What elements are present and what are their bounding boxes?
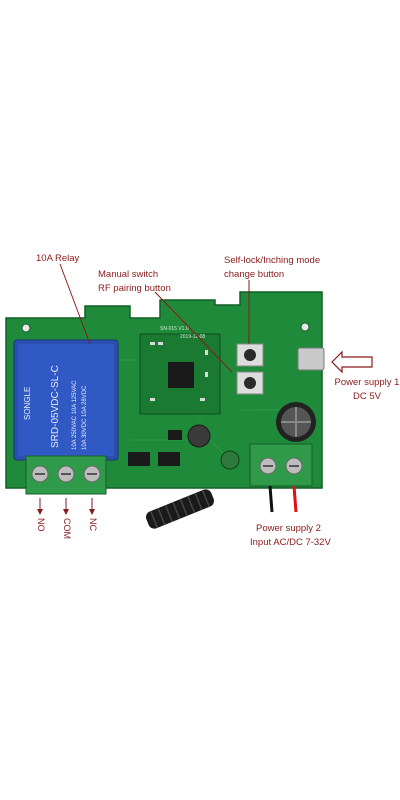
usb-port [297, 347, 325, 371]
relay-pointer-line [59, 263, 91, 345]
mounting-hole [21, 323, 31, 333]
manual-switch-pointer-line [154, 291, 233, 373]
rf-pairing-button[interactable] [236, 371, 264, 395]
terminal-no-label: NO [36, 518, 46, 532]
inductor [187, 424, 211, 448]
selflock-label-line1: Self-lock/Inching mode [224, 255, 321, 266]
selflock-button[interactable] [236, 343, 264, 367]
rf-pairing-label: RF pairing button [98, 283, 171, 294]
ic-chip [158, 452, 180, 466]
antenna-coil [145, 489, 215, 529]
output-terminal-block [25, 455, 107, 495]
power2-label-line1: Power supply 2 [256, 523, 321, 534]
ic-chip [128, 452, 150, 466]
rf-module [139, 333, 221, 415]
terminal-nc-label: NC [88, 518, 98, 531]
relay-rating-text: 10A 250VAC 10A 125VAC [72, 380, 78, 450]
module-code-text: SN-015 V1.0 [160, 326, 189, 332]
relay-brand-text: SONGLE [23, 387, 32, 420]
relay-rating-text: 10A 30VDC 10A 28VDC [82, 385, 88, 450]
power2-label-line2: Input AC/DC 7-32V [250, 537, 331, 548]
power-terminal-block [249, 443, 313, 487]
ic-chip [168, 430, 182, 440]
relay-label: 10A Relay [36, 253, 80, 264]
small-capacitor [220, 450, 240, 470]
capacitor [276, 402, 316, 442]
mounting-hole [300, 322, 310, 332]
selflock-label-line2: change button [224, 269, 285, 280]
power1-label-line1: Power supply 1 [334, 377, 400, 388]
relay-component [13, 339, 119, 461]
red-wire [292, 485, 298, 513]
manual-switch-label: Manual switch [98, 269, 159, 280]
terminal-com-label: COM [62, 518, 72, 539]
power1-label-line2: DC 5V [353, 391, 381, 402]
relay-model-text: SRD-05VDC-SL-C [50, 365, 61, 448]
black-wire [268, 485, 274, 513]
power1-arrow-icon [331, 350, 373, 374]
module-date-text: 2019-11-08 [180, 334, 205, 340]
